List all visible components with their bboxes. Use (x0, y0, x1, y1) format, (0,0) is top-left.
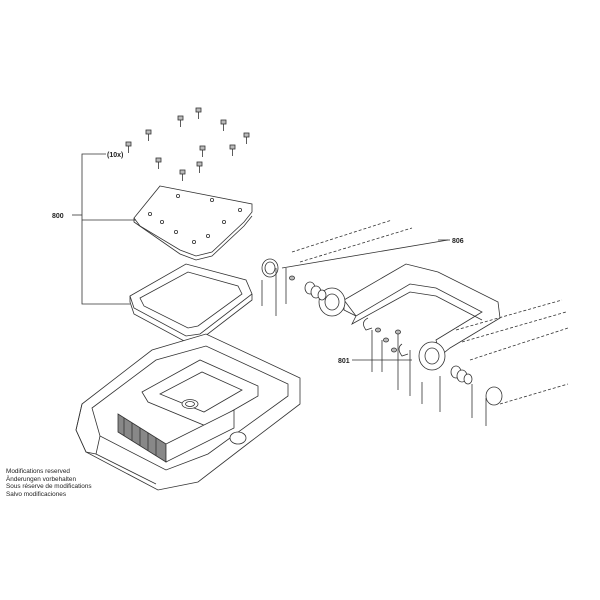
screw (179, 169, 186, 181)
screw (177, 115, 184, 127)
screw (195, 107, 202, 119)
screw (155, 157, 162, 169)
note-line: Sous réserve de modifications (6, 483, 92, 491)
note-line: Salvo modificaciones (6, 490, 67, 498)
screw (229, 144, 236, 156)
modification-notes: Modifications reserved Änderungen vorbeh… (6, 468, 92, 498)
end-cap-right (485, 386, 503, 406)
handle-frame (343, 263, 501, 357)
screw (220, 119, 227, 131)
gasket-frame (129, 263, 253, 343)
screw (199, 145, 206, 157)
note-line: Modifications reserved (6, 468, 70, 475)
screw (145, 129, 152, 141)
leader-lines (72, 153, 569, 426)
callout-801: 801 (338, 358, 350, 365)
callout-800: 800 (52, 213, 64, 220)
screw-set (125, 107, 250, 181)
cover-plate (133, 185, 253, 261)
screw (243, 132, 250, 144)
screw (196, 161, 203, 173)
hub-right (418, 341, 446, 371)
washer-stack-right (450, 365, 473, 385)
screw-quantity-label: (10x) (107, 152, 123, 159)
note-line: Änderungen vorbehalten (6, 475, 76, 483)
lamp-housing (75, 333, 301, 491)
washer-stack-left (289, 275, 327, 301)
end-cap-left (261, 258, 279, 278)
clip-set (363, 317, 409, 357)
callout-806: 806 (452, 238, 464, 245)
screw (125, 141, 132, 153)
